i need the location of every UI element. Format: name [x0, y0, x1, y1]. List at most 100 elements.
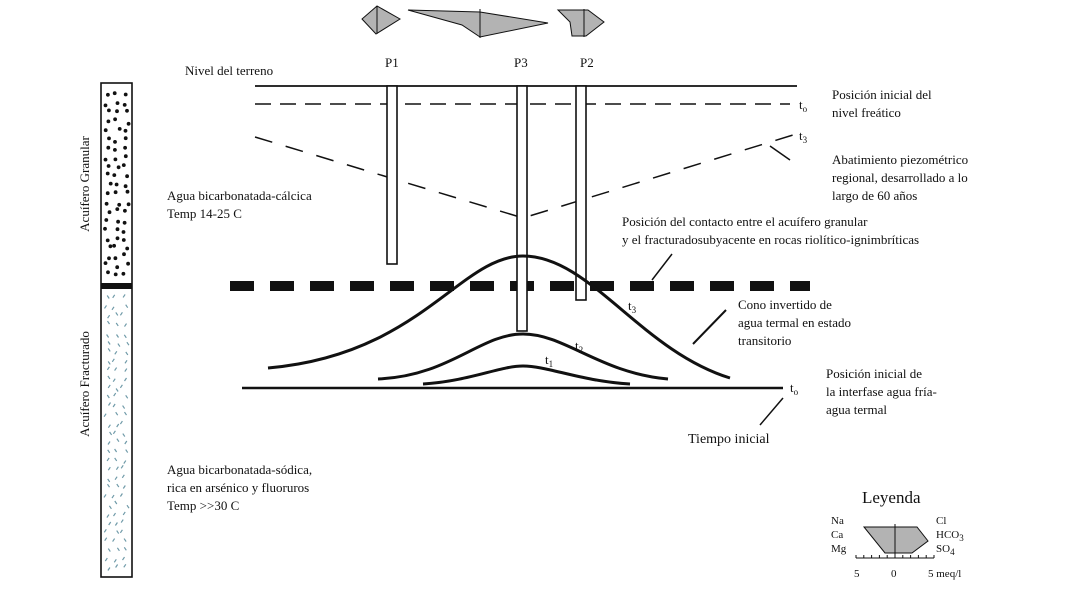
fracture-mark — [123, 334, 127, 339]
fracture-mark — [112, 538, 116, 542]
gravel-dot — [121, 163, 126, 168]
fracture-mark — [107, 478, 111, 483]
fracture-mark — [106, 334, 110, 338]
fracture-mark — [115, 388, 119, 392]
gravel-dot — [105, 238, 110, 243]
fracture-mark — [104, 305, 107, 309]
fracture-mark — [109, 431, 113, 436]
gravel-dot — [126, 202, 131, 207]
gravel-dot — [103, 128, 108, 133]
well-p2 — [575, 85, 587, 301]
fracture-mark — [107, 567, 111, 571]
fracture-mark — [114, 457, 118, 462]
gravel-dot — [112, 91, 117, 96]
fracture-mark — [112, 403, 116, 408]
fracture-mark — [122, 485, 126, 489]
gravel-dot — [108, 244, 113, 249]
fracture-mark — [113, 558, 117, 563]
gravel-dot — [107, 210, 112, 215]
fracture-mark — [116, 530, 120, 534]
initial-water-table-label-line1: Posición inicial del — [832, 87, 932, 102]
gravel-dot — [103, 226, 107, 231]
gravel-dot — [115, 236, 120, 241]
gravel-dot — [123, 136, 128, 141]
fracture-mark — [107, 466, 111, 471]
fracture-mark — [119, 420, 123, 425]
fracture-mark — [104, 537, 108, 542]
fracture-mark — [123, 460, 127, 464]
drawdown-label-line3: largo de 60 años — [832, 188, 918, 203]
fracture-mark — [113, 512, 116, 517]
fracture-mark — [124, 368, 128, 372]
legend-anion-hco3: HCO3 — [936, 529, 964, 543]
gravel-dot — [113, 117, 117, 122]
drawdown-label-line2: regional, desarrollado a lo — [832, 170, 968, 185]
well-p1 — [386, 85, 398, 265]
fracture-mark — [122, 511, 126, 516]
fracture-mark — [125, 351, 129, 356]
aquifer-fractured-label: Acuífero Fracturado — [77, 331, 92, 437]
gravel-dot — [107, 136, 111, 141]
fracture-mark — [114, 500, 118, 505]
cone-t1 — [422, 364, 631, 386]
time-t0-bottom-label: to — [790, 380, 799, 397]
fracture-mark — [124, 440, 128, 445]
gravel-dot — [104, 201, 109, 206]
gravel-dot — [116, 165, 121, 170]
well-p3 — [516, 85, 528, 332]
gravel-dot — [123, 154, 128, 159]
gravel-dot — [125, 174, 129, 179]
fracture-mark — [123, 563, 127, 568]
well-label-p1: P1 — [385, 55, 399, 70]
fracture-mark — [122, 433, 126, 437]
fracture-mark — [125, 394, 129, 399]
fracture-mark — [112, 378, 116, 383]
fractured-aquifer-pattern — [103, 294, 130, 571]
gravel-dot — [107, 256, 111, 261]
gravel-dot — [113, 148, 117, 152]
gravel-dot — [123, 208, 127, 213]
fracture-mark — [115, 564, 119, 568]
time-t3-top-label: t3 — [799, 128, 808, 145]
time-t0-top-label: to — [799, 97, 808, 114]
fracture-mark — [124, 323, 127, 327]
bicarb-sodic-label-line3: Temp >>30 C — [167, 498, 240, 513]
fracture-mark — [106, 514, 110, 518]
cone-t1-label: t1 — [545, 352, 554, 369]
fracture-mark — [120, 519, 124, 523]
fracture-mark — [115, 466, 119, 471]
fracture-mark — [107, 320, 110, 325]
gravel-dot — [112, 173, 117, 178]
gravel-dot — [122, 220, 127, 225]
legend-cation-mg: Mg — [831, 543, 847, 555]
legend-stiff-diagram — [855, 524, 935, 559]
gravel-dot — [117, 202, 122, 207]
gravel-dot — [106, 119, 111, 124]
gravel-dot — [105, 171, 110, 176]
fracture-mark — [107, 348, 111, 352]
fracture-mark — [103, 494, 107, 498]
gravel-dot — [113, 140, 117, 144]
fracture-mark — [106, 394, 110, 399]
fracture-mark — [121, 474, 125, 479]
cone-label-line1: Cono invertido de — [738, 297, 832, 312]
fracture-mark — [113, 392, 117, 397]
bicarb-sodic-label-line2: rica en arsénico y fluoruros — [167, 480, 310, 495]
gravel-dot — [115, 227, 120, 232]
interface-label-line3: agua termal — [826, 402, 887, 417]
fracture-mark — [122, 556, 125, 561]
fracture-mark — [107, 361, 111, 365]
fracture-mark — [114, 367, 118, 371]
gravel-dot — [121, 271, 126, 276]
fracture-mark — [124, 359, 128, 364]
gravel-dot — [106, 145, 111, 150]
fracture-mark — [125, 304, 129, 309]
gravel-dot — [103, 261, 108, 265]
fracture-mark — [112, 294, 116, 299]
fracture-mark — [125, 449, 129, 453]
initial-time-label: Tiempo inicial — [688, 432, 770, 447]
gravel-dot — [126, 121, 131, 126]
contact-leader — [651, 253, 673, 281]
cone-t3 — [267, 254, 731, 380]
gravel-dot — [122, 103, 127, 107]
